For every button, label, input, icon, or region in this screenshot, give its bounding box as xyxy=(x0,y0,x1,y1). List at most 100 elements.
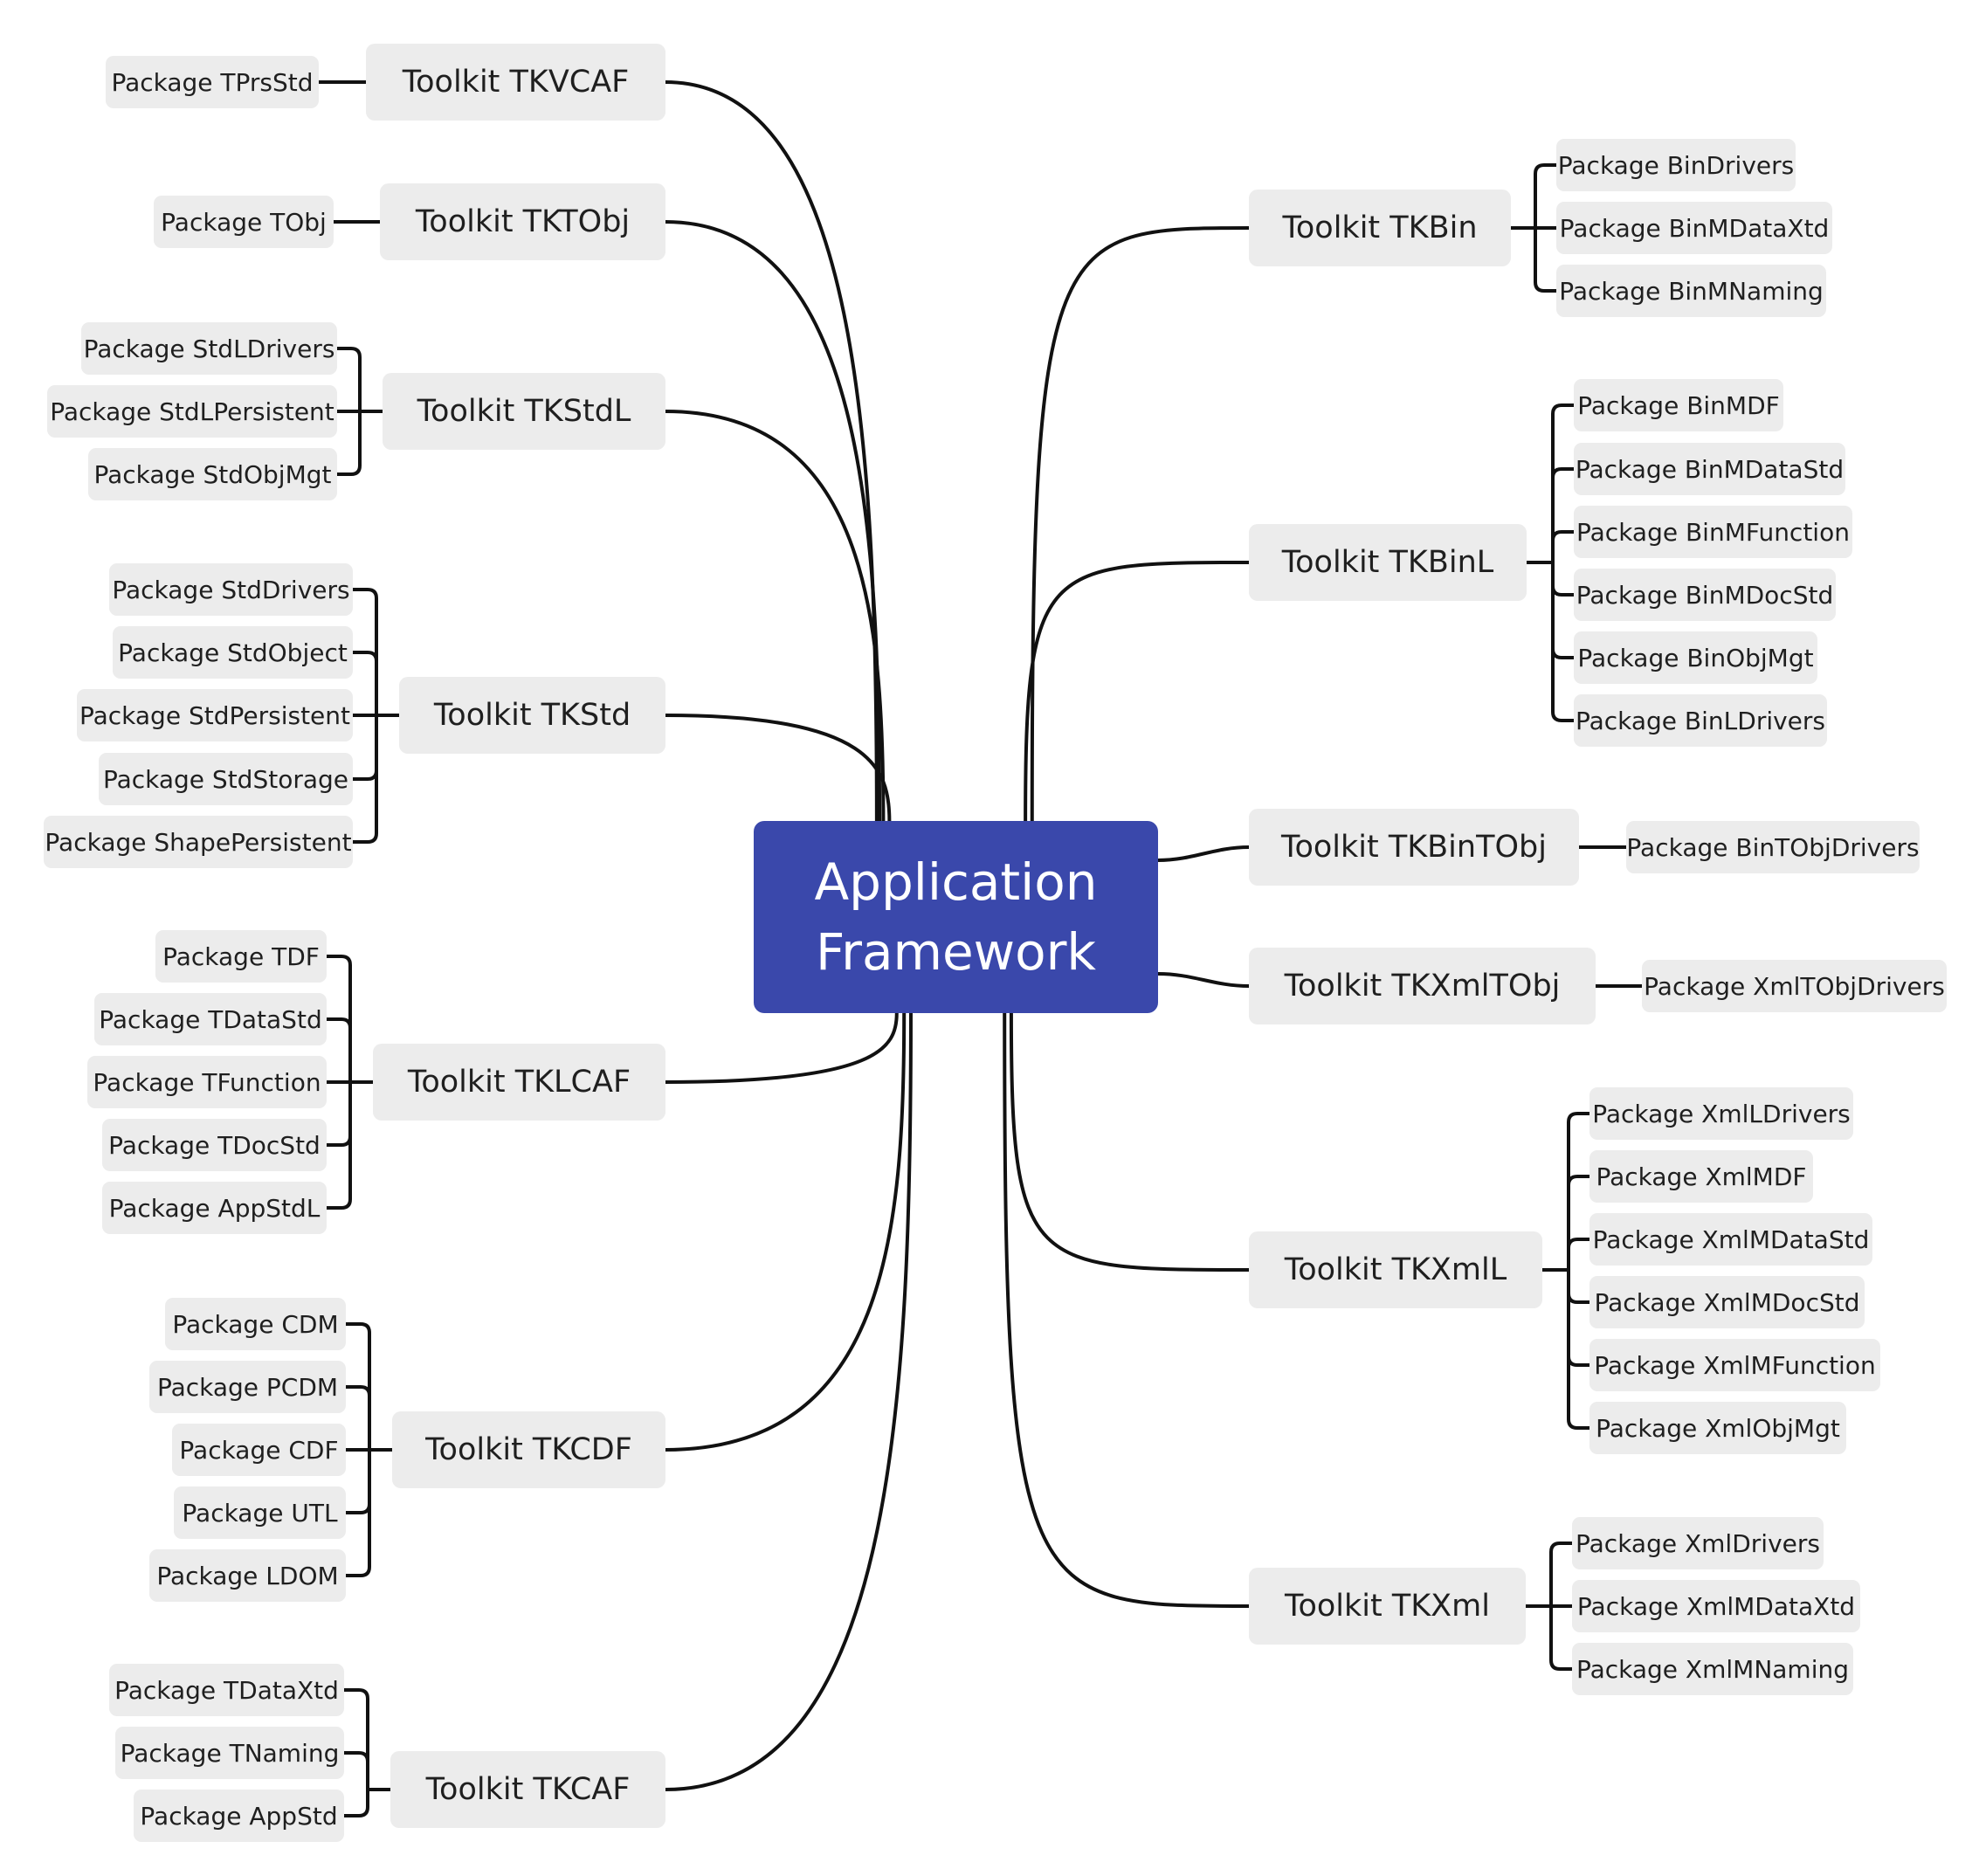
package-link-package-appstd xyxy=(342,1788,369,1817)
package-link-package-shapepersistent xyxy=(351,714,378,844)
toolkit-tklcaf[interactable]: Toolkit TKLCAF xyxy=(373,1044,665,1121)
toolkit-tkbinl[interactable]: Toolkit TKBinL xyxy=(1249,524,1527,601)
package-xmlmnaming[interactable]: Package XmlMNaming xyxy=(1572,1643,1853,1695)
package-binmdatastd[interactable]: Package BinMDataStd xyxy=(1574,443,1845,495)
branch-line-toolkit-tkcaf xyxy=(664,1011,913,1791)
package-link-package-xmlobjmgt xyxy=(1567,1268,1591,1430)
toolkit-tkstdl[interactable]: Toolkit TKStdL xyxy=(383,373,665,450)
package-xmldrivers[interactable]: Package XmlDrivers xyxy=(1572,1517,1824,1569)
branch-line-toolkit-tkcdf xyxy=(664,1011,907,1452)
package-link-package-xmlmnaming xyxy=(1549,1604,1574,1671)
branch-line-toolkit-tkxmltobj xyxy=(1156,972,1251,988)
package-xmlmdataxtd[interactable]: Package XmlMDataXtd xyxy=(1572,1580,1860,1632)
package-link-package-binmfunction xyxy=(1551,530,1576,564)
branch-line-toolkit-tkbintobj xyxy=(1156,845,1251,862)
toolkit-tkcaf[interactable]: Toolkit TKCAF xyxy=(390,1751,665,1828)
package-ldom[interactable]: Package LDOM xyxy=(149,1549,346,1602)
package-tprsstd[interactable]: Package TPrsStd xyxy=(106,56,319,108)
package-link-package-binmdatastd xyxy=(1551,467,1576,564)
package-tdatastd[interactable]: Package TDataStd xyxy=(94,993,327,1045)
toolkit-tktobj[interactable]: Toolkit TKTObj xyxy=(380,183,665,260)
package-link-package-xmlmfunction xyxy=(1567,1268,1591,1367)
package-link-package-binldrivers xyxy=(1551,561,1576,722)
toolkit-tkvcaf[interactable]: Toolkit TKVCAF xyxy=(366,44,665,121)
package-tdocstd[interactable]: Package TDocStd xyxy=(102,1119,327,1171)
package-link-package-tdocstd xyxy=(325,1080,352,1147)
package-xmlmdatastd[interactable]: Package XmlMDataStd xyxy=(1589,1213,1872,1266)
package-link-package-tdf xyxy=(325,955,352,1084)
package-link-package-stddrivers xyxy=(351,588,378,717)
package-bintobjdrivers[interactable]: Package BinTObjDrivers xyxy=(1626,821,1920,873)
package-stdldrivers[interactable]: Package StdLDrivers xyxy=(81,322,337,375)
package-xmlldrivers[interactable]: Package XmlLDrivers xyxy=(1589,1087,1853,1140)
package-stdobject[interactable]: Package StdObject xyxy=(113,626,353,679)
package-link-package-stdobjmgt xyxy=(335,410,362,476)
package-stdpersistent[interactable]: Package StdPersistent xyxy=(77,689,353,741)
package-binmfunction[interactable]: Package BinMFunction xyxy=(1574,506,1852,558)
package-binldrivers[interactable]: Package BinLDrivers xyxy=(1574,694,1827,747)
package-cdf[interactable]: Package CDF xyxy=(172,1424,346,1476)
central-topic[interactable]: Application Framework xyxy=(754,821,1158,1013)
package-bindrivers[interactable]: Package BinDrivers xyxy=(1556,139,1796,191)
branch-line-toolkit-tklcaf xyxy=(664,1011,899,1084)
package-link-package-binmnaming xyxy=(1534,226,1558,293)
package-link-package-pcdm xyxy=(344,1385,371,1452)
central-topic-line1: Application xyxy=(814,852,1098,912)
package-stdlpersistent[interactable]: Package StdLPersistent xyxy=(47,385,337,438)
package-binmnaming[interactable]: Package BinMNaming xyxy=(1556,265,1826,317)
branch-line-toolkit-tkxml xyxy=(1003,1011,1251,1608)
package-stdobjmgt[interactable]: Package StdObjMgt xyxy=(88,448,337,500)
package-tobj[interactable]: Package TObj xyxy=(154,196,334,248)
package-xmlmdocstd[interactable]: Package XmlMDocStd xyxy=(1589,1276,1865,1328)
toolkit-tkstd[interactable]: Toolkit TKStd xyxy=(399,677,665,754)
toolkit-tkxmltobj[interactable]: Toolkit TKXmlTObj xyxy=(1249,948,1596,1024)
package-binmdataxtd[interactable]: Package BinMDataXtd xyxy=(1556,202,1832,254)
package-link-package-tnaming xyxy=(342,1751,369,1791)
package-xmltobjdrivers[interactable]: Package XmlTObjDrivers xyxy=(1642,960,1947,1012)
package-stddrivers[interactable]: Package StdDrivers xyxy=(109,563,353,616)
package-tfunction[interactable]: Package TFunction xyxy=(87,1056,327,1108)
package-utl[interactable]: Package UTL xyxy=(174,1486,346,1539)
package-link-package-xmlmdatastd xyxy=(1567,1238,1591,1272)
package-binmdocstd[interactable]: Package BinMDocStd xyxy=(1574,569,1836,621)
toolkit-tkbintobj[interactable]: Toolkit TKBinTObj xyxy=(1249,809,1579,886)
package-tdataxtd[interactable]: Package TDataXtd xyxy=(109,1664,344,1716)
package-link-package-stdldrivers xyxy=(335,347,362,413)
package-link-package-ldom xyxy=(344,1448,371,1577)
branch-line-toolkit-tkvcaf xyxy=(664,80,879,823)
toolkit-tkbin[interactable]: Toolkit TKBin xyxy=(1249,190,1511,266)
package-xmlmdf[interactable]: Package XmlMDF xyxy=(1589,1150,1813,1203)
package-link-package-appstdl xyxy=(325,1080,352,1210)
branch-line-toolkit-tkstd xyxy=(664,714,892,823)
package-link-package-xmlmdf xyxy=(1567,1175,1591,1272)
package-tdf[interactable]: Package TDF xyxy=(155,930,327,983)
branch-line-toolkit-tkstdl xyxy=(664,410,886,823)
toolkit-tkxmll[interactable]: Toolkit TKXmlL xyxy=(1249,1231,1542,1308)
package-link-package-binmdocstd xyxy=(1551,561,1576,597)
branch-line-toolkit-tkbin xyxy=(1030,226,1251,823)
package-pcdm[interactable]: Package PCDM xyxy=(149,1361,346,1413)
package-link-package-xmlldrivers xyxy=(1567,1112,1591,1272)
package-binmdf[interactable]: Package BinMDF xyxy=(1574,379,1783,431)
package-link-package-xmldrivers xyxy=(1549,1541,1574,1608)
package-cdm[interactable]: Package CDM xyxy=(165,1298,346,1350)
package-shapepersistent[interactable]: Package ShapePersistent xyxy=(44,816,353,868)
package-xmlmfunction[interactable]: Package XmlMFunction xyxy=(1589,1339,1880,1391)
package-appstdl[interactable]: Package AppStdL xyxy=(102,1182,327,1234)
toolkit-tkxml[interactable]: Toolkit TKXml xyxy=(1249,1568,1526,1645)
toolkit-tkcdf[interactable]: Toolkit TKCDF xyxy=(392,1411,665,1488)
package-link-package-binmdf xyxy=(1551,403,1576,564)
package-link-package-stdstorage xyxy=(351,714,378,781)
package-xmlobjmgt[interactable]: Package XmlObjMgt xyxy=(1589,1402,1846,1454)
branch-line-toolkit-tktobj xyxy=(664,220,882,823)
branch-line-toolkit-tkbinl xyxy=(1024,561,1251,823)
package-stdstorage[interactable]: Package StdStorage xyxy=(99,753,353,805)
package-link-package-cdm xyxy=(344,1322,371,1452)
package-tnaming[interactable]: Package TNaming xyxy=(115,1727,344,1779)
package-binobjmgt[interactable]: Package BinObjMgt xyxy=(1574,631,1817,684)
package-appstd[interactable]: Package AppStd xyxy=(134,1790,344,1842)
package-link-package-stdobject xyxy=(351,651,378,717)
package-link-package-bindrivers xyxy=(1534,163,1558,230)
package-link-package-tdatastd xyxy=(325,1017,352,1084)
